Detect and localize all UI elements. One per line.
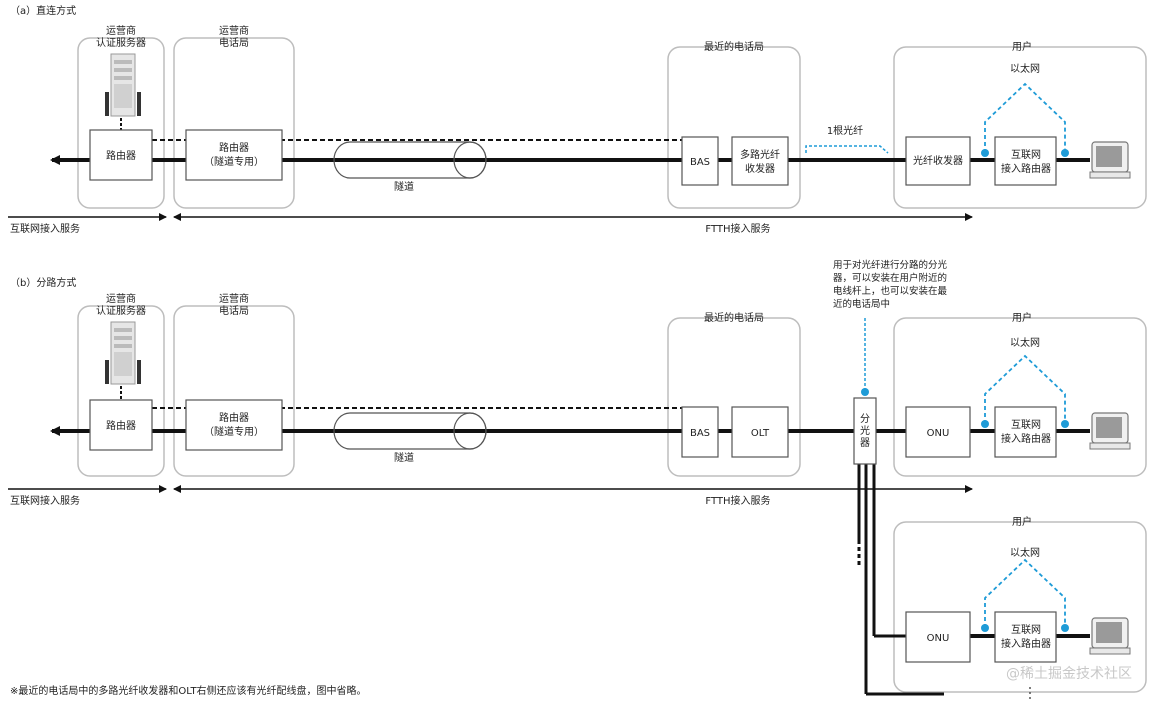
internet-router-b-label-1: 互联网 [1011,419,1041,431]
router-b-label: 路由器 [106,419,136,432]
onu-box-2 [905,611,971,663]
carrier-office-group-b [173,305,295,477]
fiber-label: 1根光纤 [827,124,863,137]
internet-router-label-2: 接入路由器 [1001,162,1051,175]
internet-router-box-b2 [994,611,1057,663]
server-icon-b [104,321,142,385]
tunnel-b-label: 隧道 [394,451,414,464]
tunnel-router-b-label-1: 路由器 [219,411,249,424]
ftth-service-label: FTTH接入服务 [705,222,770,235]
user-group-b2 [893,521,1147,693]
splitter-note-4: 近的电话局中 [833,298,890,310]
internet-router-b2-label-1: 互联网 [1011,624,1041,636]
router-box [89,129,153,181]
user-group-b [893,317,1147,477]
bas-box [681,136,719,186]
ethernet-b-label: 以太网 [1010,336,1040,349]
fiber-transceiver-box [905,136,971,186]
tunnel-router-label-1: 路由器 [219,141,249,154]
tunnel-label: 隧道 [394,180,414,193]
fiber-transceiver-label: 光纤收发器 [913,154,963,167]
bas-label: BAS [690,157,710,168]
splitter-label-2: 光 [860,424,870,437]
pc-monitor-icon-b [1089,412,1131,450]
auth-server-group [77,37,165,209]
ethernet-link-b2 [984,558,1066,628]
ethernet-link-b [984,354,1066,424]
carrier-office-label-2: 电话局 [219,36,249,49]
splitter-box [853,397,877,465]
internet-router-b2-label-2: 接入路由器 [1001,637,1051,650]
server-icon [104,53,142,117]
splitter-label-3: 器 [860,437,870,449]
user-group [893,46,1147,209]
user-b-label: 用户 [1012,311,1032,324]
carrier-office-b-label-2: 电话局 [219,304,249,317]
user-label: 用户 [1012,40,1032,53]
internet-service-label: 互联网接入服务 [10,222,80,235]
auth-group-label-2: 认证服务器 [96,36,146,49]
tunnel-router-label-2: （隧道专用） [204,155,264,168]
ethernet-link [984,82,1066,153]
internet-router-b-label-2: 接入路由器 [1001,432,1051,445]
section-b-title: （b）分路方式 [10,276,76,289]
auth-server-group-b [77,305,165,477]
auth-group-label-1: 运营商 [106,24,136,37]
carrier-office-label-1: 运营商 [219,24,249,37]
carrier-office-group [173,37,295,209]
router-label: 路由器 [106,149,136,162]
internet-router-box [994,136,1057,186]
onu-box [905,406,971,458]
splitter-note-2: 器，可以安装在用户附近的 [833,272,947,284]
internet-router-box-b [994,406,1057,458]
multi-transceiver-label-1: 多路光纤 [740,148,780,161]
splitter-note-1: 用于对光纤进行分路的分光 [833,259,948,271]
bas-b-label: BAS [690,428,710,439]
section-a-title: （a）直连方式 [10,4,76,17]
multi-transceiver-box [731,136,789,186]
user-b2-label: 用户 [1012,515,1032,528]
footnote: ※最近的电话局中的多路光纤收发器和OLT右侧还应该有光纤配线盘，图中省略。 [10,684,367,697]
tunnel-router-box-b [185,399,283,451]
nearest-office-b-label: 最近的电话局 [704,311,764,324]
bas-box-b [681,406,719,458]
carrier-office-b-label-1: 运营商 [219,292,249,305]
pc-monitor-icon-b2 [1089,617,1131,655]
fiber-brace [805,145,889,154]
splitter-label-1: 分 [860,413,870,425]
onu-label: ONU [927,428,950,439]
auth-group-b-label-2: 认证服务器 [96,304,146,317]
ethernet-label: 以太网 [1010,62,1040,75]
ethernet-b2-label: 以太网 [1010,546,1040,559]
auth-group-b-label-1: 运营商 [106,292,136,305]
pc-monitor-icon [1089,141,1131,179]
nearest-office-label: 最近的电话局 [704,40,764,53]
olt-box [731,406,789,458]
nearest-office-group-b [667,317,801,477]
onu2-label: ONU [927,633,950,644]
tunnel-router-box [185,129,283,181]
ftth-service-b-label: FTTH接入服务 [705,494,770,507]
watermark: @稀土掘金技术社区 [1006,666,1132,682]
tunnel-router-b-label-2: （隧道专用） [204,425,264,438]
internet-service-b-label: 互联网接入服务 [10,494,80,507]
splitter-note-3: 电线杆上，也可以安装在最 [833,285,948,297]
nearest-office-group [667,46,801,209]
router-box-b [89,399,153,451]
internet-router-label-1: 互联网 [1011,149,1041,161]
olt-label: OLT [751,428,770,439]
multi-transceiver-label-2: 收发器 [745,162,775,175]
